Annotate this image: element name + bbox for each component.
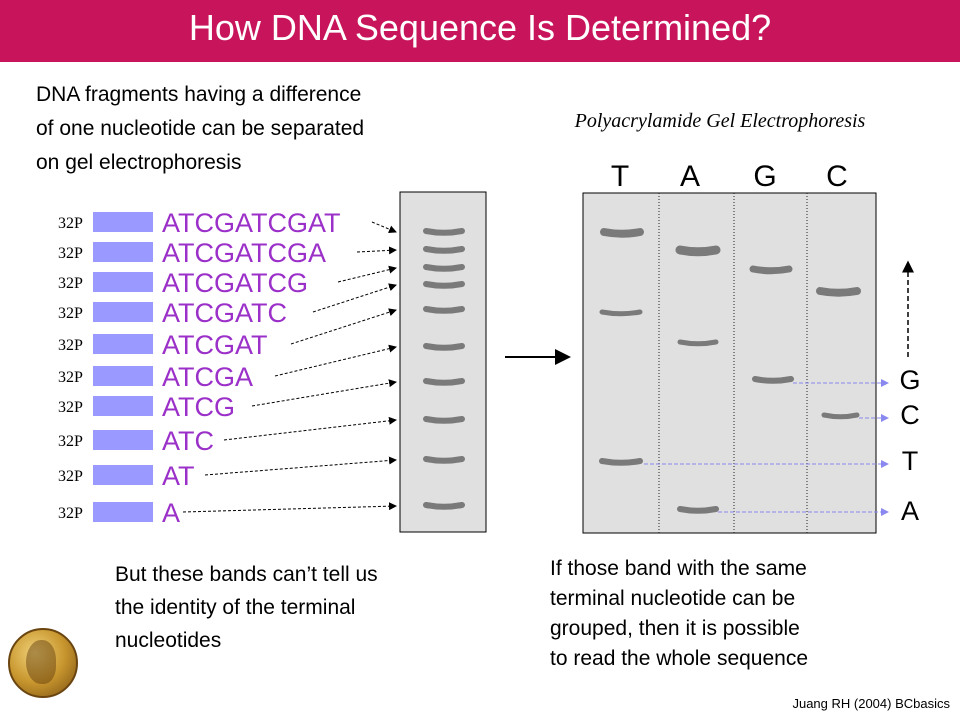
lane-label-a: A <box>679 160 700 193</box>
fragment-text: ATCGAT <box>162 330 268 360</box>
title-bar <box>0 0 960 62</box>
fragment-to-band-arrow <box>371 221 397 233</box>
32p-label: 32P <box>58 305 83 322</box>
gel-band <box>423 264 465 272</box>
bottom-right-line-3: grouped, then it is possible <box>550 617 800 640</box>
fragment-text: A <box>162 498 180 528</box>
left-gel <box>399 191 487 533</box>
gel-band <box>599 309 643 317</box>
gel-band <box>675 245 721 257</box>
bottom-left-line-2: the identity of the terminal <box>115 596 356 619</box>
fragment-label-box <box>93 502 153 522</box>
gel-band <box>599 458 643 466</box>
gel-band <box>423 378 465 386</box>
slide-title: How DNA Sequence Is Determined? <box>188 7 772 48</box>
intro-line-3: on gel electrophoresis <box>36 151 242 174</box>
gel-band <box>816 287 861 297</box>
fragment-to-band-arrow <box>251 379 397 407</box>
credit: Juang RH (2004) BCbasics <box>792 696 950 711</box>
bottom-right-line-2: terminal nucleotide can be <box>550 587 796 610</box>
read-letter-t: T <box>901 446 919 476</box>
gel-band <box>423 502 465 510</box>
nobel-medal-icon <box>8 628 78 698</box>
fragment-text: ATCG <box>162 392 235 422</box>
fragment-to-band-arrow <box>312 283 397 313</box>
gel-band <box>423 228 465 236</box>
fragment-text: ATCGA <box>162 362 253 392</box>
gel-band <box>423 456 465 464</box>
32p-label: 32P <box>58 468 83 485</box>
fragment-label-box <box>93 302 153 322</box>
gel-band <box>677 506 719 514</box>
gel-band <box>423 416 465 424</box>
fragment-to-band-arrow <box>356 246 397 255</box>
read-letter-c: C <box>900 400 920 430</box>
right-gel <box>582 192 877 534</box>
gel-band <box>821 412 860 420</box>
32p-label: 32P <box>58 337 83 354</box>
lane-label-t: T <box>610 160 630 193</box>
fragment-text: AT <box>162 461 195 491</box>
fragment-to-band-arrow <box>182 502 397 513</box>
32p-label: 32P <box>58 399 83 416</box>
fragment-text: ATC <box>162 426 214 456</box>
lane-label-c: C <box>826 160 848 193</box>
fragment-label-box <box>93 334 153 354</box>
gel-band <box>423 246 465 254</box>
gel-caption: Polyacrylamide Gel Electrophoresis <box>574 110 866 132</box>
read-letter-g: G <box>899 365 921 395</box>
gel-band <box>423 306 465 314</box>
32p-label: 32P <box>58 215 83 232</box>
32p-label: 32P <box>58 433 83 450</box>
fragment-label-box <box>93 366 153 386</box>
fragment-text: ATCGATCGAT <box>162 208 341 238</box>
fragment-to-band-arrow <box>337 265 397 283</box>
gel-band <box>752 376 794 384</box>
gel-band <box>423 343 465 351</box>
32p-label: 32P <box>58 275 83 292</box>
intro-line-1: DNA fragments having a difference <box>36 83 362 106</box>
fragment-to-band-arrow <box>274 344 397 377</box>
32p-label: 32P <box>58 245 83 262</box>
fragment-text: ATCGATCGA <box>162 238 326 268</box>
gel-band <box>600 228 644 238</box>
bottom-left-line-3: nucleotides <box>115 629 222 652</box>
fragment-label-box <box>93 242 153 262</box>
32p-label: 32P <box>58 505 83 522</box>
fragment-label-box <box>93 396 153 416</box>
fragment-to-band-arrow <box>290 308 397 345</box>
fragment-label-box <box>93 465 153 485</box>
fragment-label-box <box>93 212 153 232</box>
bottom-right-line-1: If those band with the same <box>550 557 807 580</box>
bottom-right-line-4: to read the whole sequence <box>550 647 809 670</box>
fragment-text: ATCGATCG <box>162 268 308 298</box>
fragment-text: ATCGATC <box>162 298 287 328</box>
read-letter-a: A <box>900 496 919 526</box>
gel-band <box>423 281 465 289</box>
fragment-to-band-arrow <box>204 456 397 476</box>
gel-band <box>749 265 793 275</box>
lane-label-g: G <box>753 160 777 193</box>
medal-portrait <box>26 640 56 684</box>
32p-label: 32P <box>58 369 83 386</box>
fragment-label-box <box>93 430 153 450</box>
gel-band <box>677 339 719 347</box>
intro-line-2: of one nucleotide can be separated <box>36 117 365 140</box>
bottom-left-line-1: But these bands can’t tell us <box>115 563 378 586</box>
fragment-label-box <box>93 272 153 292</box>
fragment-to-band-arrow <box>223 416 397 441</box>
